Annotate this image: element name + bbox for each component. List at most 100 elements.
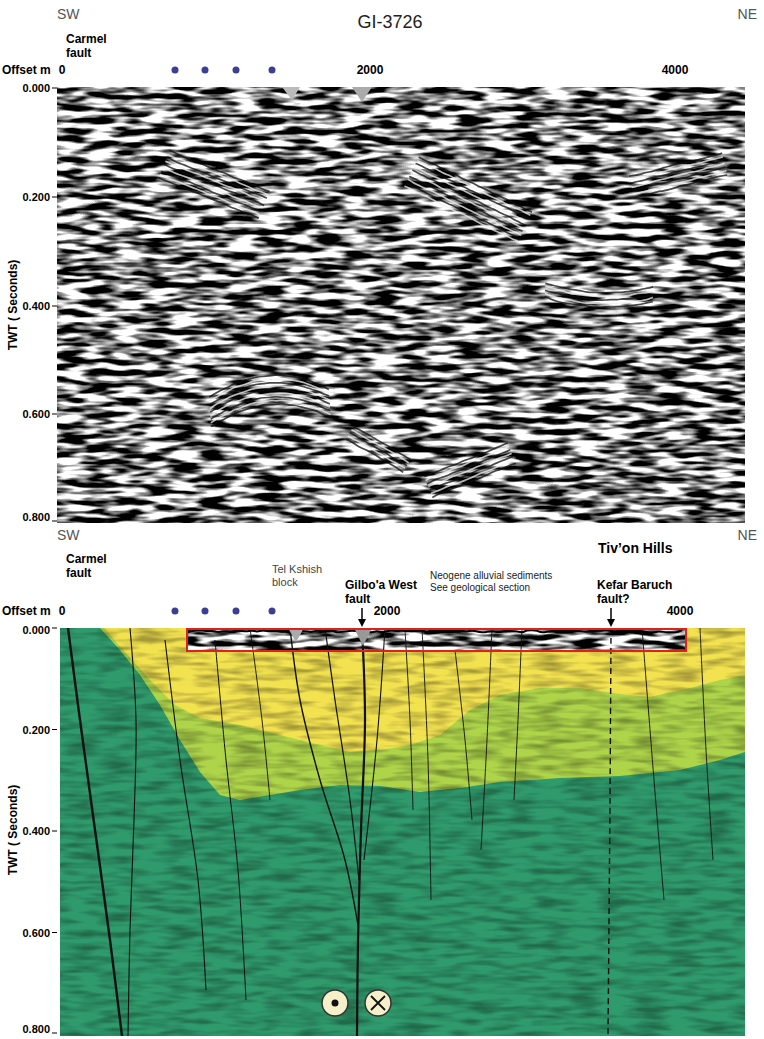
reflector [634, 175, 727, 198]
reflector [633, 171, 726, 195]
fault-line [514, 628, 522, 800]
reflector-group [159, 87, 728, 498]
fault-line [481, 628, 492, 850]
axis-tick [52, 414, 57, 415]
reflector [211, 404, 331, 427]
reflector [163, 167, 263, 208]
axis-tick-label: 0.200 [22, 723, 50, 736]
into-page-symbol [365, 990, 391, 1016]
axis-tick [52, 306, 57, 307]
axis-tick [52, 88, 57, 89]
axis-group [52, 88, 57, 1033]
direction-label: SW [57, 527, 80, 543]
data-gap [282, 87, 300, 100]
axis-tick [52, 932, 57, 933]
reflector [346, 439, 403, 472]
fault-name: Kefar Baruch fault? [597, 578, 683, 606]
fault-name: Carmel fault [66, 32, 122, 60]
reflector [406, 183, 519, 239]
reflector [160, 174, 260, 215]
axis-tick-label: 4000 [662, 63, 689, 77]
basement-layer [60, 628, 745, 1036]
fault-line [455, 650, 472, 820]
axis-tick [52, 729, 57, 730]
axis-tick-label: 0.000 [22, 624, 50, 637]
axis-tick-label: 0.400 [22, 825, 50, 838]
marker-dot [172, 67, 179, 74]
axis-tick-label: 2000 [357, 63, 384, 77]
reflector [404, 186, 517, 241]
surface-reflector [187, 630, 682, 633]
fault-line [215, 640, 246, 1000]
marker-dot [269, 608, 276, 615]
reflector [348, 436, 405, 468]
block-name: Tel Kshish block [272, 563, 330, 589]
axis-tick [52, 1033, 57, 1034]
marker-dot [233, 608, 240, 615]
into-page-cross [371, 996, 385, 1010]
fault-name: Gilbo'a West fault [345, 578, 429, 606]
label-arrow [361, 608, 363, 620]
axis-tick [52, 521, 57, 522]
axis-tick [52, 831, 57, 832]
note: Neogene alluvial sediments See geologica… [430, 570, 570, 594]
axis-tick-label: 0.600 [22, 408, 50, 421]
reflector [161, 171, 261, 211]
axis-title: TWT ( Seconds) [6, 260, 20, 351]
data-gap [352, 87, 372, 102]
reflector [432, 464, 515, 498]
reflector [159, 178, 259, 218]
axis-title: TWT ( Seconds) [6, 785, 20, 876]
seismic-overlay [60, 628, 745, 1036]
marker-dot [202, 67, 209, 74]
arrow-head [358, 619, 366, 627]
out-of-page-symbol [322, 990, 348, 1016]
reflector [167, 157, 267, 198]
place-name: Tiv’on Hills [598, 540, 672, 556]
marker-dot [233, 67, 240, 74]
axis-tick-label: 2000 [374, 604, 401, 618]
inferred-fault-line [608, 628, 611, 1036]
axis-tick-label: 0 [59, 63, 66, 77]
reflector [169, 150, 269, 191]
fault-line [357, 628, 365, 1036]
marker-dot [269, 67, 276, 74]
direction-label: SW [57, 6, 80, 22]
data-gap [354, 628, 372, 646]
out-of-page-dot [332, 1000, 339, 1007]
fault-name: Carmel fault [66, 552, 122, 580]
fault-line [68, 628, 122, 1036]
reflector [414, 167, 527, 221]
marker-dot [202, 608, 209, 615]
fault-line [325, 628, 359, 880]
fault-line [422, 628, 431, 900]
axis-tick [52, 197, 57, 198]
reflector [431, 460, 514, 493]
axis-title: Offset m [2, 604, 51, 618]
reflector [408, 179, 521, 235]
direction-label: NE [738, 527, 757, 543]
axis-title: Offset m [2, 63, 51, 77]
reflector [165, 161, 265, 201]
fault-group [68, 628, 713, 1036]
highlight-box [187, 629, 686, 651]
axis-tick-label: 0.800 [22, 511, 50, 524]
reflector [430, 457, 513, 490]
fault-line [642, 628, 664, 900]
fault-line [165, 640, 206, 990]
axis-tick-label: 0 [59, 604, 66, 618]
label-arrow [610, 608, 612, 620]
figure-title: GI-3726 [357, 12, 422, 32]
seismic-texture [57, 87, 745, 523]
reflector [411, 174, 524, 228]
fault-line [290, 628, 358, 925]
fault-line [700, 628, 713, 860]
axis-tick-label: 0.000 [22, 82, 50, 95]
fault-line [405, 630, 413, 810]
marker-dot [172, 608, 179, 615]
direction-label: NE [738, 6, 757, 22]
axis-tick [52, 628, 57, 629]
axis-tick-label: 4000 [667, 604, 694, 618]
fault-line [364, 628, 385, 860]
